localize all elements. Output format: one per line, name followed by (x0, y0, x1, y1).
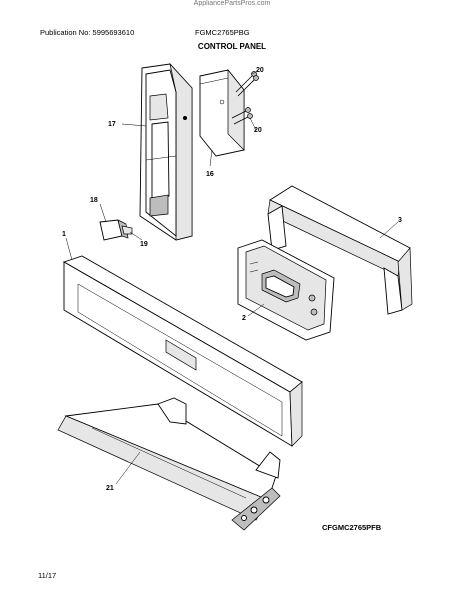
site-watermark: AppliancePartsPros.com (193, 0, 271, 7)
part-2-control-board (237, 239, 335, 341)
callout-labels: 17 16 20 20 18 19 1 2 3 21 (62, 67, 402, 492)
callout-leaders (65, 71, 399, 485)
callout-3: 3 (398, 217, 402, 224)
part-19-clip (121, 225, 133, 235)
callout-20-bottom: 20 (254, 127, 262, 134)
part-20-screws (231, 71, 259, 125)
model-number: FGMC2765PBG (195, 28, 250, 37)
publication-number: Publication No: 5995693610 (40, 28, 135, 37)
part-1-front-panel (62, 255, 303, 447)
callout-2: 2 (242, 315, 246, 322)
callout-16: 16 (206, 171, 214, 178)
diagram-code: CFGMC2765PFB (322, 523, 382, 532)
callout-20-top: 20 (256, 67, 264, 74)
part-21-support-tray (57, 397, 281, 531)
part-17-control-housing (139, 62, 193, 241)
page-number: 11/17 (38, 571, 57, 580)
section-title: CONTROL PANEL (197, 42, 267, 51)
part-16-overlay-panel (199, 69, 245, 157)
callout-21: 21 (106, 485, 114, 492)
callout-18: 18 (90, 197, 98, 204)
callout-1: 1 (62, 231, 66, 238)
part-3-frame (267, 185, 413, 315)
callout-19: 19 (140, 241, 148, 248)
callout-17: 17 (108, 121, 116, 128)
